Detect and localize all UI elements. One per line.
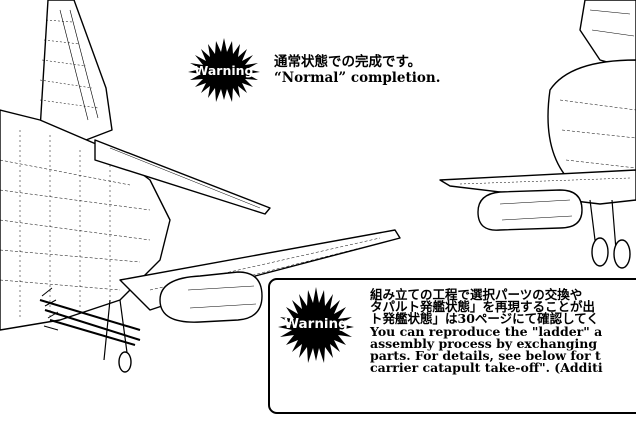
warning-text-top: 通常状態での完成です。 “Normal” completion. <box>274 54 474 86</box>
note-line: 通常状態での完成です。 <box>274 54 422 70</box>
warning-badge-top: Warning <box>186 38 262 102</box>
note-line: “Normal” completion. <box>274 70 441 86</box>
warning-badge-bottom: Warning <box>276 287 356 363</box>
fuel-tank-left <box>159 271 263 323</box>
starburst-warning-icon <box>188 38 260 102</box>
note-line: ト発艦状態」は30ページにて確認してく <box>370 311 599 327</box>
starburst-warning-icon <box>278 287 354 363</box>
note-line: carrier catapult take-off". (Additi <box>370 360 603 376</box>
note-line: parts. For details, see below for t <box>370 348 601 364</box>
warning-badge-label: Warning <box>194 63 254 78</box>
warning-badge-label: Warning <box>284 316 348 332</box>
warning-text-bottom: 組み立ての工程で選択パーツの交換や タパルト発艦状態」を再現することが出 ト発艦… <box>370 287 603 376</box>
wing-right <box>439 169 636 205</box>
note-line: タパルト発艦状態」を再現することが出 <box>370 299 596 315</box>
note-line: assembly process by exchanging <box>370 335 598 351</box>
fuel-tank-right <box>477 189 583 231</box>
note-line: 組み立ての工程で選択パーツの交換や <box>370 287 583 302</box>
note-line: You can reproduce the "ladder" a <box>370 323 603 339</box>
